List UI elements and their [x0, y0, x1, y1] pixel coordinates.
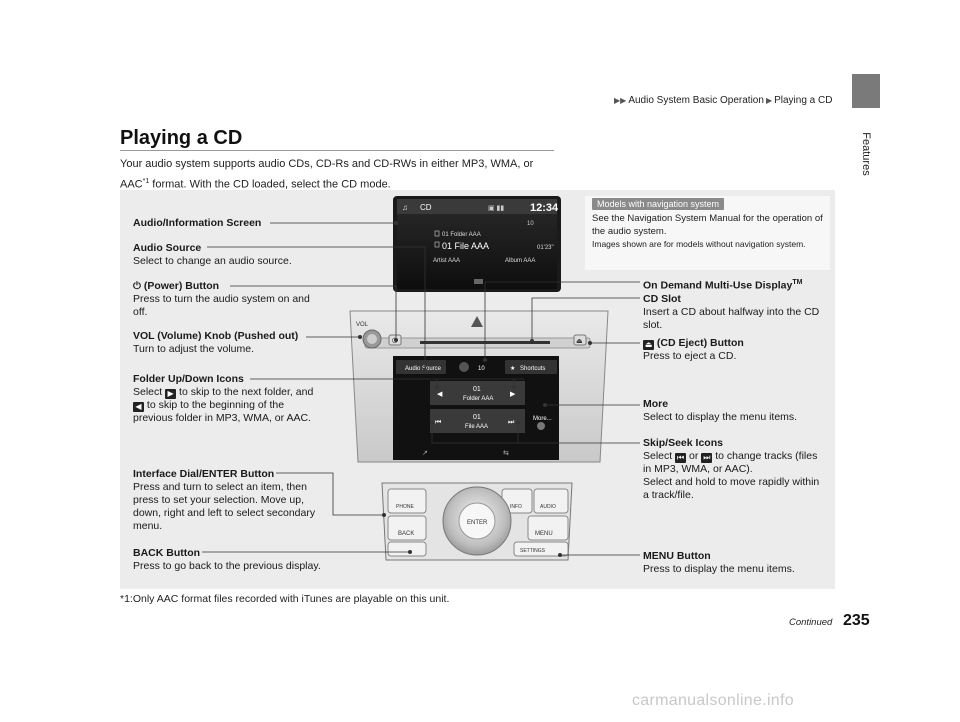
svg-text:⇆: ⇆ — [503, 450, 509, 457]
title-rule — [120, 150, 554, 151]
footnote: *1:Only AAC format files recorded with i… — [120, 593, 450, 605]
callout-vol-knob: VOL (Volume) Knob (Pushed out)Turn to ad… — [133, 330, 299, 355]
breadcrumb: ▶▶Audio System Basic Operation▶Playing a… — [614, 95, 833, 106]
folder-down-icon: ◀ — [437, 391, 443, 398]
upper-artist: Artist AAA — [433, 258, 460, 264]
leader-lines — [202, 222, 640, 556]
enter-button — [458, 502, 496, 540]
svg-text:ENTER: ENTER — [467, 520, 488, 526]
display-button — [387, 541, 427, 557]
svg-text:BACK: BACK — [398, 531, 414, 537]
more-button: More... — [533, 416, 552, 422]
phone-button — [387, 488, 427, 514]
power-icon: ⏻ — [133, 281, 141, 292]
folder-up-icon: ▶ — [510, 391, 516, 398]
upper-source: CD — [420, 203, 432, 212]
skip-back-icon: ⏮ — [435, 419, 441, 426]
hazard-icon — [471, 316, 483, 327]
eject-icon: ⏏ — [576, 338, 583, 345]
leader-dots — [358, 221, 592, 557]
skip-forward-icon: ⏭ — [701, 453, 713, 463]
back-button — [387, 515, 427, 541]
nav-note-text: See the Navigation System Manual for the… — [592, 213, 823, 249]
side-tab-marker — [852, 74, 880, 108]
eject-icon: ⏏ — [643, 340, 654, 350]
nav-note-tag: Models with navigation system — [592, 198, 725, 210]
upper-file: 01 File AAA — [442, 241, 489, 251]
control-panel: PHONE INFO AUDIO BACK MENU SETTINGS ENTE… — [381, 482, 573, 561]
svg-text:Folder AAA: Folder AAA — [463, 396, 493, 402]
upper-display: ♫ CD ▣ ▮▮ 12:34 10 01 Folder AAA 01 File… — [393, 196, 561, 292]
callout-audio-screen: Audio/Information Screen — [133, 217, 262, 229]
music-note-icon: ♫ — [402, 203, 408, 212]
svg-text:↗: ↗ — [422, 450, 428, 457]
breadcrumb-page[interactable]: Playing a CD — [774, 95, 833, 106]
svg-text:AUDIO: AUDIO — [540, 504, 556, 510]
head-unit: VOL ⏻ ⏏ Audio Source 10 ★ Shortcuts ◀ ▶ … — [349, 310, 609, 463]
page-title: Playing a CD — [120, 127, 243, 149]
upper-volume: 10 — [527, 221, 534, 227]
folder-up-icon: ▶ — [165, 389, 177, 399]
upper-album: Album AAA — [505, 258, 535, 264]
svg-text:Shortcuts: Shortcuts — [520, 366, 545, 372]
menu-button — [527, 515, 569, 541]
page-number: 235 — [843, 612, 870, 629]
skip-back-icon: ⏮ — [675, 453, 687, 463]
svg-text:▣ ▮▮: ▣ ▮▮ — [488, 205, 504, 212]
intro-text: Your audio system supports audio CDs, CD… — [120, 158, 534, 191]
watermark: carmanualsonline.info — [632, 692, 794, 709]
svg-text:INFO: INFO — [510, 504, 522, 510]
folder-down-icon: ◀ — [133, 402, 144, 412]
svg-text:SETTINGS: SETTINGS — [520, 548, 546, 554]
upper-folder: 01 Folder AAA — [442, 232, 481, 238]
callout-on-demand: On Demand Multi-Use DisplayTM — [643, 279, 803, 292]
svg-text:File AAA: File AAA — [465, 424, 488, 430]
callout-folder-icons: Folder Up/Down Icons Select ▶ to skip to… — [133, 373, 314, 424]
breadcrumb-section[interactable]: Audio System Basic Operation — [628, 95, 764, 106]
callout-skip-seek: Skip/Seek Icons Select ⏮ or ⏭ to change … — [643, 437, 820, 501]
continued-label: Continued — [789, 617, 833, 628]
svg-text:VOL: VOL — [356, 322, 369, 328]
upper-time: 01'23" — [537, 245, 554, 251]
svg-text:PHONE: PHONE — [396, 504, 414, 510]
svg-text:10: 10 — [478, 366, 485, 372]
settings-button — [513, 541, 569, 557]
audio-button — [533, 488, 569, 514]
eject-button — [573, 334, 587, 346]
skip-forward-icon: ⏭ — [508, 419, 515, 426]
svg-text:01: 01 — [473, 386, 481, 393]
svg-text:01: 01 — [473, 414, 481, 421]
svg-text:MENU: MENU — [535, 531, 553, 537]
shortcuts-button: ★ — [510, 365, 515, 372]
upper-clock: 12:34 — [530, 202, 559, 214]
